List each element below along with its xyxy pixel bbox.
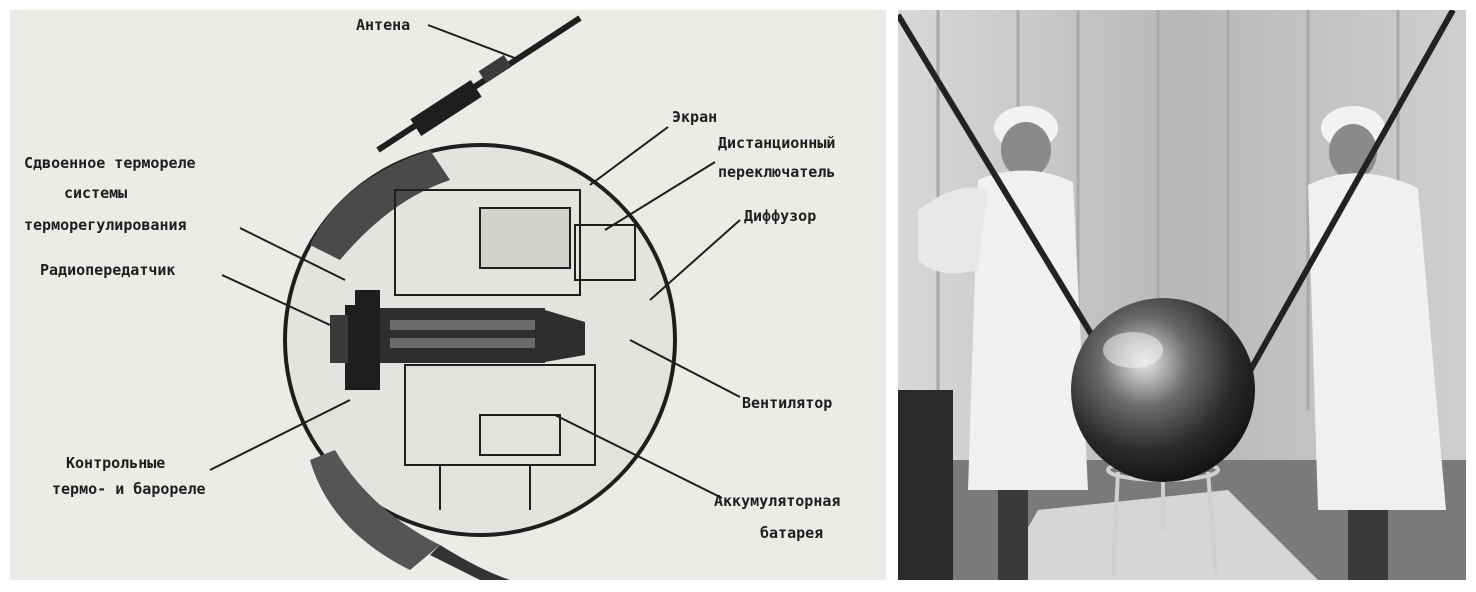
label-thermo-relay-line1: Сдвоенное термореле <box>24 154 196 172</box>
diagram-svg: Антена Экран Дистанционный переключатель… <box>10 10 886 580</box>
label-remote-switch-line1: Дистанционный <box>718 134 835 152</box>
label-antenna: Антена <box>356 16 410 34</box>
technician-left <box>918 106 1088 580</box>
label-transmitter: Радиопередатчик <box>40 261 175 279</box>
label-battery-line1: Аккумуляторная <box>714 492 840 510</box>
antenna-drawing <box>376 15 582 153</box>
label-diffuser: Диффузор <box>744 207 816 225</box>
sputnik-sphere <box>1071 298 1255 482</box>
label-thermo-relay-line3: терморегулирования <box>24 216 187 234</box>
technician-right <box>1308 106 1446 580</box>
sputnik-cutaway-diagram: Антена Экран Дистанционный переключатель… <box>10 10 886 580</box>
leader-lines <box>209 24 741 499</box>
label-fan: Вентилятор <box>742 394 832 412</box>
photo-illustration <box>898 10 1466 580</box>
label-battery-line2: батарея <box>760 524 823 542</box>
label-remote-switch-line2: переключатель <box>718 163 835 181</box>
label-control-relays-line1: Контрольные <box>66 454 165 472</box>
label-screen: Экран <box>672 108 717 126</box>
technicians-photo <box>898 10 1466 580</box>
label-control-relays-line2: термо- и барореле <box>52 480 206 498</box>
label-thermo-relay-line2: системы <box>64 184 127 202</box>
sputnik-sphere-drawing <box>283 143 677 580</box>
antenna-rod-right <box>1225 10 1456 412</box>
